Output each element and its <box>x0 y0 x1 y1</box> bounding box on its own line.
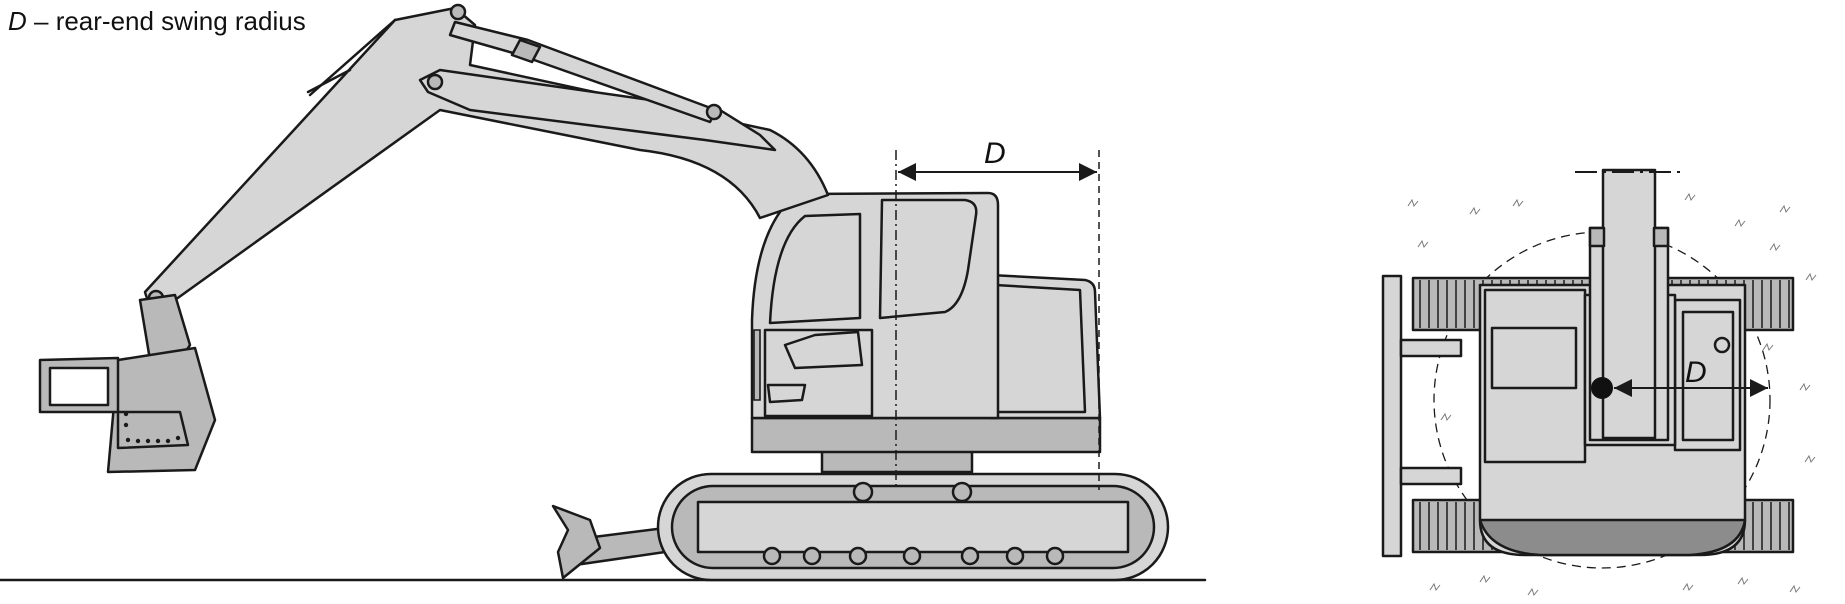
crawler-track <box>656 472 1170 582</box>
grass-marks <box>1407 192 1817 597</box>
top-dozer-blade <box>1381 274 1403 558</box>
caption-text: – rear-end swing radius <box>26 6 306 36</box>
caption-symbol: D <box>8 6 27 36</box>
stick <box>418 68 777 152</box>
upper-structure-base <box>750 416 1102 454</box>
swing-center <box>1591 377 1613 399</box>
diagram-caption: D – rear-end swing radius <box>8 6 306 37</box>
mulcher-attachment <box>38 293 217 474</box>
swing-radius-circle <box>1433 231 1771 569</box>
top-dimension-label: D <box>1685 356 1707 389</box>
side-dimension-label: D <box>984 137 1006 170</box>
top-view-excavator: D <box>1381 168 1817 597</box>
cab <box>750 191 1000 420</box>
boom <box>143 6 830 309</box>
top-boom <box>1575 168 1685 442</box>
dozer-blade <box>551 504 667 580</box>
side-view-excavator: D <box>0 3 1207 582</box>
swing-bearing <box>820 448 974 474</box>
